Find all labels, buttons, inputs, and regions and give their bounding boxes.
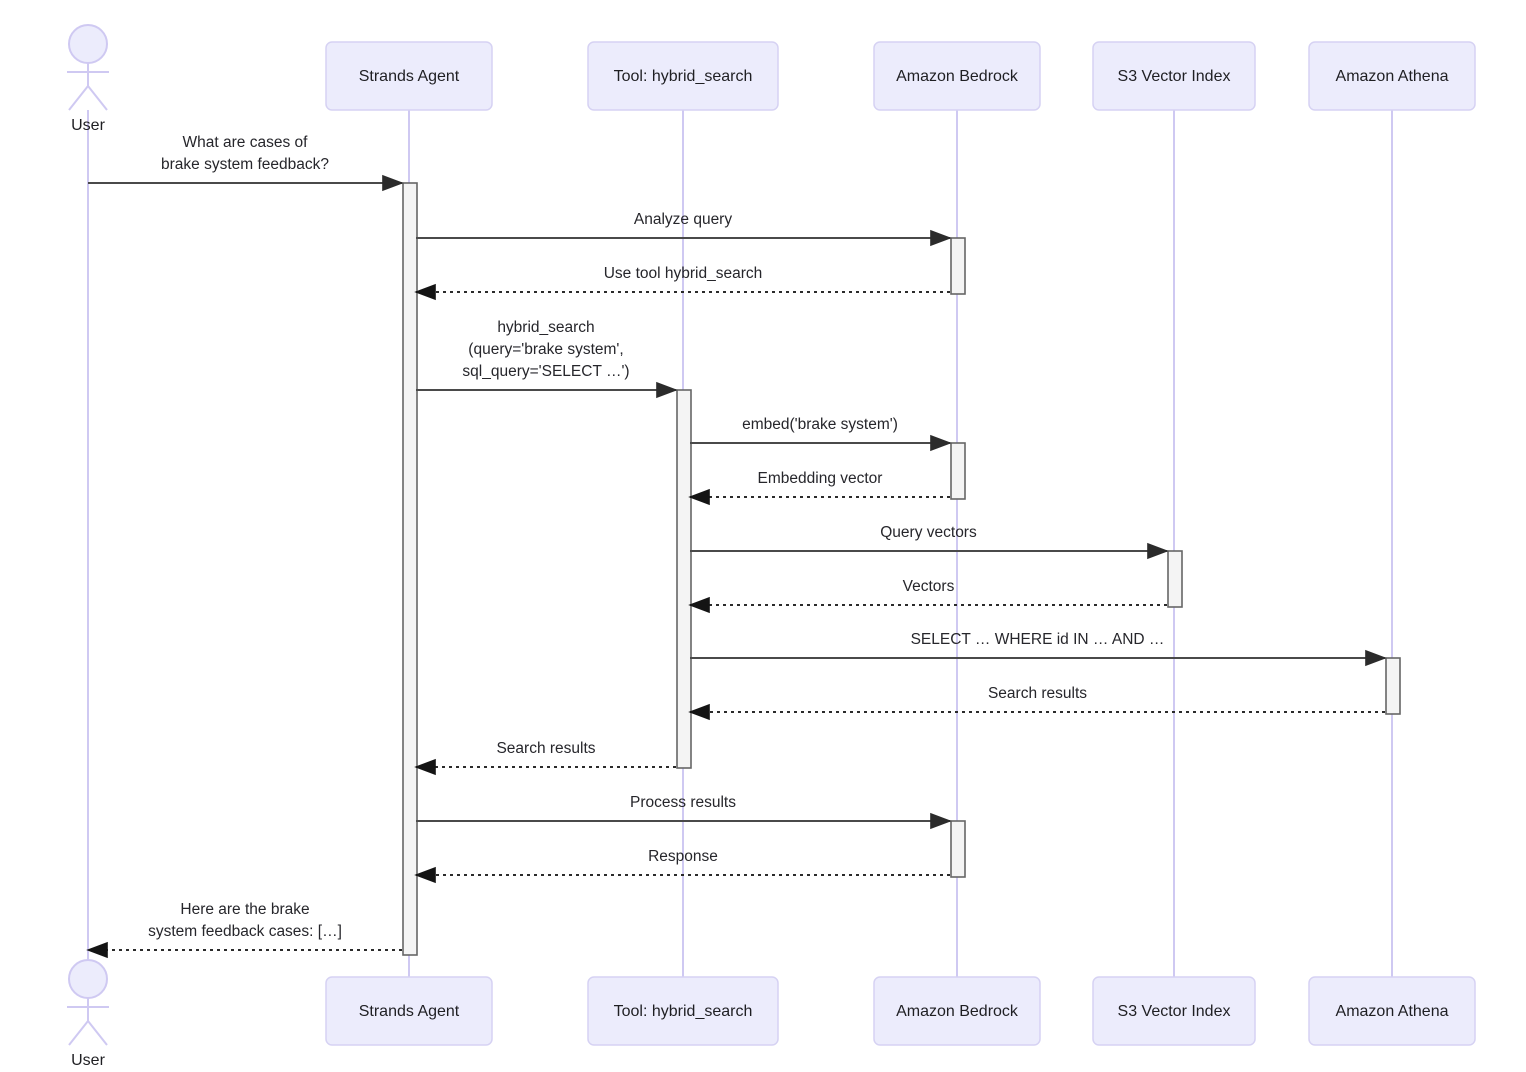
message-label-line: system feedback cases: […] (148, 923, 342, 940)
participant-agent-top[interactable]: Strands Agent (325, 41, 493, 111)
actor-head-icon (68, 959, 108, 999)
message-label-line: brake system feedback? (161, 156, 329, 173)
actor-label: User (71, 1052, 105, 1069)
message-14-agent-to-user: Here are the brake system feedback cases:… (86, 901, 402, 959)
actor-head-icon (68, 24, 108, 64)
lifelines-layer (87, 110, 1393, 977)
participant-tool-bottom[interactable]: Tool: hybrid_search (587, 976, 779, 1046)
participants-top-layer: User Strands Agent Tool: hybrid_search Amaz… (67, 24, 1476, 134)
participant-label: Amazon Bedrock (896, 1003, 1019, 1020)
activation-bar-agent (402, 182, 418, 956)
message-8-s3-to-tool: Vectors (688, 578, 1167, 614)
message-7-tool-to-s3: Query vectors (690, 524, 1169, 560)
participants-bottom-layer: User Strands Agent Tool: hybrid_search Amaz… (67, 959, 1476, 1069)
participant-bedrock-top[interactable]: Amazon Bedrock (873, 41, 1041, 111)
message-6-bedrock-to-tool: Embedding vector (688, 470, 950, 506)
activation-bar-bedrock (950, 442, 966, 500)
message-13-bedrock-to-agent: Response (414, 848, 950, 884)
participant-s3-bottom[interactable]: S3 Vector Index (1092, 976, 1256, 1046)
activation-bar-athena (1385, 657, 1401, 715)
participant-label: Tool: hybrid_search (614, 68, 753, 85)
participant-label: S3 Vector Index (1118, 68, 1231, 85)
participant-athena-top[interactable]: Amazon Athena (1308, 41, 1476, 111)
participant-label: Amazon Bedrock (896, 68, 1019, 85)
participant-box[interactable] (873, 41, 1041, 111)
activations-layer (402, 182, 1401, 956)
participant-box[interactable] (1308, 976, 1476, 1046)
message-4-agent-to-tool: hybrid_search (query='brake system', sql_q… (416, 319, 678, 399)
participant-agent-bottom[interactable]: Strands Agent (325, 976, 493, 1046)
message-label-line: Query vectors (880, 524, 977, 541)
actor-body-icon (67, 63, 109, 111)
participant-box[interactable] (587, 41, 779, 111)
participant-label: S3 Vector Index (1118, 1003, 1231, 1020)
participant-s3-top[interactable]: S3 Vector Index (1092, 41, 1256, 111)
message-3-bedrock-to-agent: Use tool hybrid_search (414, 265, 950, 301)
actor-user-top: User (67, 24, 109, 134)
participant-label: Strands Agent (359, 1003, 460, 1020)
message-label-line: Search results (496, 740, 595, 757)
message-5-tool-to-bedrock: embed('brake system') (690, 416, 952, 452)
participant-label: Amazon Athena (1336, 1003, 1449, 1020)
message-2-agent-to-bedrock: Analyze query (416, 211, 952, 247)
participant-label: Amazon Athena (1336, 68, 1449, 85)
message-label-line: Analyze query (634, 211, 732, 228)
participant-box[interactable] (325, 976, 493, 1046)
participant-bedrock-bottom[interactable]: Amazon Bedrock (873, 976, 1041, 1046)
message-label-line: Here are the brake (180, 901, 309, 918)
activation-bar-bedrock (950, 237, 966, 295)
actor-label: User (71, 117, 105, 134)
message-9-tool-to-athena: SELECT … WHERE id IN … AND … (690, 631, 1387, 667)
message-label-line: (query='brake system', (468, 341, 623, 358)
participant-label: Strands Agent (359, 68, 460, 85)
message-label-line: What are cases of (183, 134, 309, 151)
participant-label: Tool: hybrid_search (614, 1003, 753, 1020)
messages-layer: What are cases of brake system feedback? A… (86, 134, 1387, 959)
actor-body-icon (67, 998, 109, 1046)
participant-box[interactable] (587, 976, 779, 1046)
message-label-line: Process results (630, 794, 736, 811)
participant-athena-bottom[interactable]: Amazon Athena (1308, 976, 1476, 1046)
message-label-line: SELECT … WHERE id IN … AND … (911, 631, 1165, 648)
message-label-line: Use tool hybrid_search (604, 265, 763, 282)
participant-box[interactable] (325, 41, 493, 111)
participant-box[interactable] (1092, 41, 1256, 111)
participant-box[interactable] (873, 976, 1041, 1046)
message-label-line: Vectors (903, 578, 955, 595)
activation-bar-tool (676, 389, 692, 769)
participant-tool-top[interactable]: Tool: hybrid_search (587, 41, 779, 111)
activation-bar-bedrock (950, 820, 966, 878)
message-label-line: Embedding vector (758, 470, 883, 487)
message-label-line: sql_query='SELECT …') (462, 363, 629, 380)
participant-box[interactable] (1092, 976, 1256, 1046)
message-11-tool-to-agent: Search results (414, 740, 676, 776)
message-12-agent-to-bedrock: Process results (416, 794, 952, 830)
participant-box[interactable] (1308, 41, 1476, 111)
message-label-line: Search results (988, 685, 1087, 702)
activation-bar-s3 (1167, 550, 1183, 608)
message-1-user-to-agent: What are cases of brake system feedback? (88, 134, 404, 192)
actor-user-bottom: User (67, 959, 109, 1069)
message-label-line: Response (648, 848, 718, 865)
message-label-line: hybrid_search (497, 319, 594, 336)
message-label-line: embed('brake system') (742, 416, 898, 433)
message-10-athena-to-tool: Search results (688, 685, 1385, 721)
